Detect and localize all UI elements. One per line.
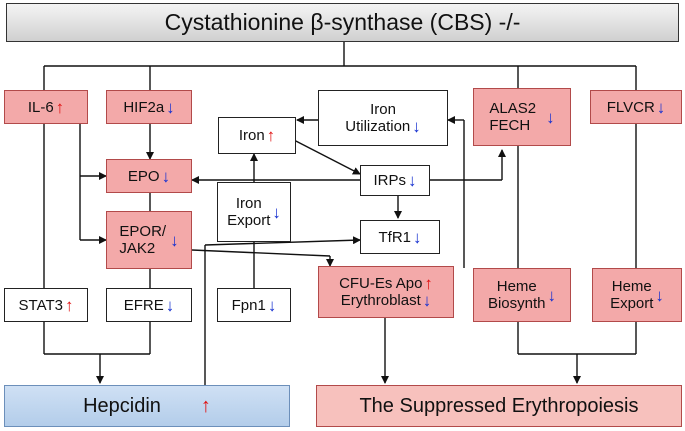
connector-iron-irps	[289, 137, 361, 175]
node-irps-label: IRPs	[373, 172, 406, 189]
node-iron-utilization: Iron Utilization ↓	[318, 90, 448, 146]
node-heme-biosynth-line2: Biosynth	[487, 295, 546, 312]
node-alas2-line1: ALAS2	[489, 100, 537, 117]
node-alas2-line2: FECH	[489, 117, 531, 134]
node-hif2a-label: HIF2a	[123, 98, 165, 116]
down-arrow-icon: ↓	[546, 107, 555, 127]
up-arrow-icon: ↑	[266, 126, 276, 145]
node-il6-label: IL-6	[27, 98, 54, 116]
node-fpn1: Fpn1 ↓	[217, 288, 291, 322]
up-arrow-icon: ↑	[64, 295, 74, 315]
node-flvcr: FLVCR ↓	[590, 90, 682, 124]
up-arrow-icon: ↑	[424, 274, 433, 293]
down-arrow-icon: ↓	[165, 295, 175, 315]
node-hepcidin-label: Hepcidin	[83, 394, 161, 417]
down-arrow-icon: ↓	[656, 97, 666, 117]
node-iron-export: Iron Export ↓	[217, 182, 291, 242]
node-hif2a: HIF2a ↓	[106, 90, 192, 124]
node-cfu-line1: CFU-Es Apo	[339, 275, 423, 292]
node-epo-label: EPO	[127, 167, 160, 185]
down-arrow-icon: ↓	[412, 117, 421, 136]
node-flvcr-label: FLVCR	[606, 98, 655, 116]
node-hepcidin: Hepcidin ↑	[4, 385, 290, 427]
node-iron-utilization-line1: Iron	[370, 101, 396, 118]
node-heme-biosynth-line1: Heme	[496, 278, 537, 295]
node-il6: IL-6 ↑	[4, 90, 88, 124]
down-arrow-icon: ↓	[267, 295, 277, 315]
node-irps: IRPs ↓	[360, 165, 430, 196]
node-epor-line1: EPOR/	[119, 223, 167, 240]
node-suppressed-erythropoiesis: The Suppressed Erythropoiesis	[316, 385, 682, 427]
node-heme-export-line2: Export	[610, 295, 654, 312]
node-epo: EPO ↓	[106, 159, 192, 193]
node-tfr1: TfR1 ↓	[360, 220, 440, 254]
down-arrow-icon: ↓	[413, 227, 422, 247]
node-cfu-es: CFU-Es Apo ↑ Erythroblast ↓	[318, 266, 454, 318]
down-arrow-icon: ↓	[547, 285, 557, 305]
down-arrow-icon: ↓	[170, 230, 179, 250]
node-stat3: STAT3 ↑	[4, 288, 88, 322]
node-heme-export-line1: Heme	[611, 278, 652, 295]
node-iron: Iron ↑	[218, 117, 296, 154]
connector-epor-cfu-h	[191, 249, 331, 257]
node-iron-export-line1: Iron	[235, 195, 262, 212]
node-tfr1-label: TfR1	[378, 228, 411, 246]
node-cfu-line2: Erythroblast	[340, 292, 421, 309]
up-arrow-icon: ↑	[200, 394, 211, 417]
node-heme-export: Heme Export ↓	[592, 268, 682, 322]
node-iron-label: Iron	[238, 127, 265, 144]
down-arrow-icon: ↓	[422, 291, 432, 310]
node-stat3-label: STAT3	[18, 296, 63, 314]
node-fpn1-label: Fpn1	[231, 296, 266, 314]
node-suppressed-label: The Suppressed Erythropoiesis	[359, 394, 639, 417]
down-arrow-icon: ↓	[166, 97, 175, 117]
title-text: Cystathionine β-synthase (CBS) -/-	[164, 9, 521, 35]
down-arrow-icon: ↓	[161, 166, 171, 186]
title-banner: Cystathionine β-synthase (CBS) -/-	[6, 3, 679, 42]
down-arrow-icon: ↓	[272, 202, 281, 222]
node-alas2-fech: ALAS2 FECH ↓	[473, 88, 571, 146]
node-epor-line2: JAK2	[119, 240, 156, 257]
down-arrow-icon: ↓	[408, 171, 417, 190]
down-arrow-icon: ↓	[655, 285, 664, 305]
node-epor-jak2: EPOR/ JAK2 ↓	[106, 211, 192, 269]
node-efre-label: EFRE	[123, 296, 164, 314]
node-iron-utilization-line2: Utilization	[345, 118, 411, 135]
connector-hepcidin-tfr1	[204, 236, 361, 246]
up-arrow-icon: ↑	[55, 97, 65, 117]
node-heme-biosynth: Heme Biosynth ↓	[473, 268, 571, 322]
node-iron-export-line2: Export	[227, 212, 271, 229]
node-efre: EFRE ↓	[106, 288, 192, 322]
